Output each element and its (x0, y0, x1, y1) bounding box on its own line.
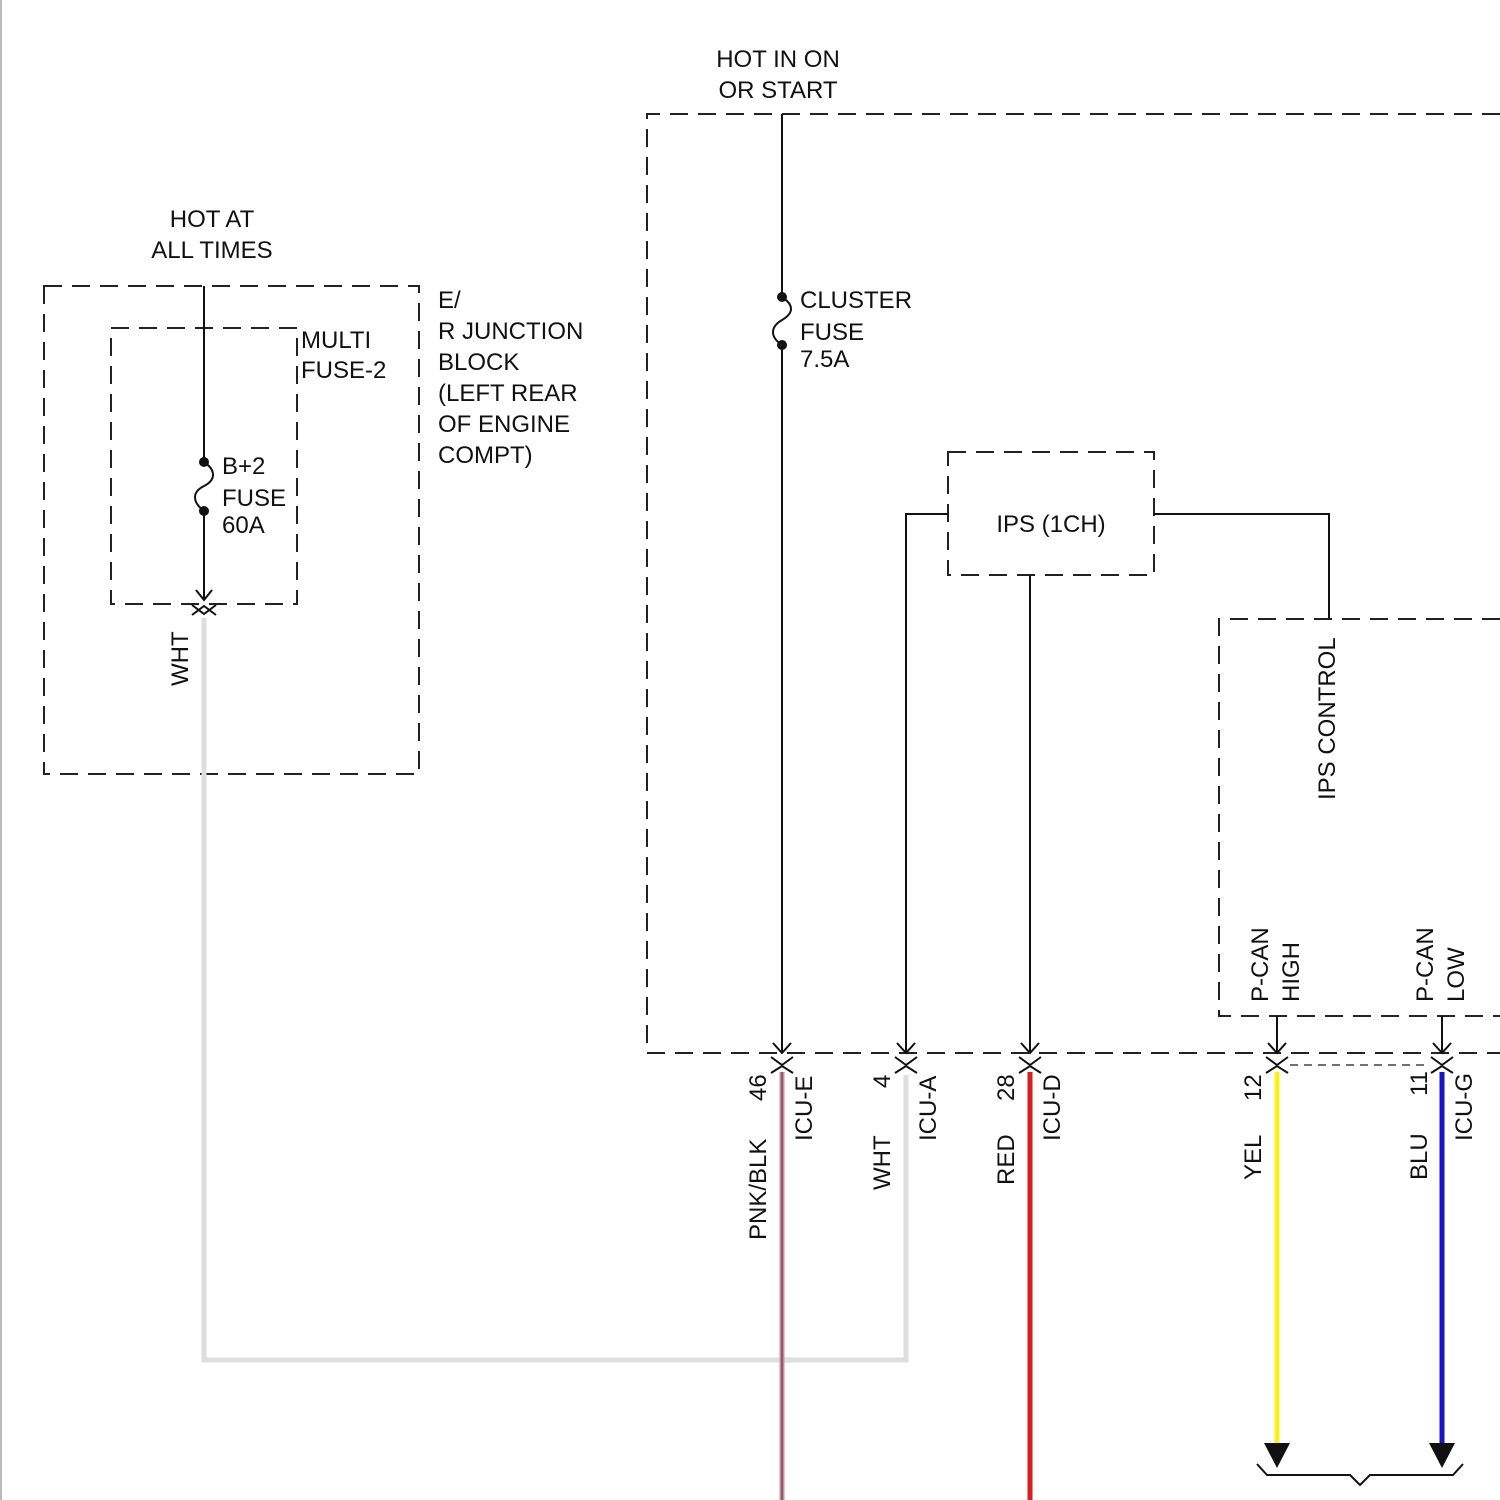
can-bus-brace-icon (1257, 1464, 1463, 1485)
icu-d-pin: 28 (993, 1074, 1020, 1101)
blu-wire-arrow-icon (1429, 1443, 1455, 1468)
junction-block-label-6: COMPT) (438, 442, 533, 469)
ips-control-label: IPS CONTROL (1314, 637, 1341, 800)
connector-icu-g-icon (1431, 1057, 1453, 1073)
b2-fuse-label-2: FUSE (222, 485, 286, 512)
icu-g-name: ICU-G (1451, 1073, 1478, 1141)
yel-wire-label: YEL (1240, 1135, 1267, 1180)
hot-at-all-times-label: HOT AT (170, 206, 255, 233)
cluster-fuse-label-3: 7.5A (800, 346, 849, 373)
ips-box-label: IPS (1CH) (996, 511, 1105, 538)
b2-fuse-label-3: 60A (222, 512, 265, 539)
icu-a-wire: WHT (869, 1135, 896, 1190)
icu-a-pin: 4 (869, 1075, 896, 1088)
b2-connector-icon (192, 605, 216, 615)
yel-pin: 12 (1240, 1074, 1267, 1101)
pcan-high-label-2: HIGH (1278, 942, 1305, 1002)
pcan-high-label: P-CAN (1247, 927, 1274, 1002)
icu-e-wire: PNK/BLK (745, 1139, 772, 1240)
icu-e-name: ICU-E (791, 1076, 818, 1141)
ips-left-wire (906, 514, 948, 1053)
cluster-fuse-label: CLUSTER (800, 287, 912, 314)
multi-fuse-label: MULTI (301, 327, 371, 354)
module-outline (647, 114, 1500, 1053)
yel-wire-arrow-icon (1264, 1443, 1290, 1468)
junction-block-label-3: BLOCK (438, 349, 519, 376)
cluster-fuse-label-2: FUSE (800, 319, 864, 346)
connector-icu-d-icon (1019, 1057, 1041, 1073)
icu-g-wire: BLU (1406, 1133, 1433, 1180)
wht-wire (204, 618, 906, 1360)
icu-g-pin: 11 (1406, 1071, 1433, 1096)
cluster-fuse-symbol (773, 297, 791, 345)
hot-in-on-label: HOT IN ON (716, 46, 840, 73)
junction-block-label-4: (LEFT REAR (438, 380, 578, 407)
icu-d-wire: RED (993, 1134, 1020, 1185)
connector-yel-icon (1266, 1057, 1288, 1073)
icu-a-name: ICU-A (915, 1076, 942, 1141)
icu-e-pin: 46 (745, 1074, 772, 1101)
ips-right-wire (1154, 514, 1329, 619)
junction-block-label-2: R JUNCTION (438, 318, 583, 345)
connector-icu-a-icon (895, 1057, 917, 1073)
pcan-low-label: P-CAN (1412, 927, 1439, 1002)
icu-d-name: ICU-D (1039, 1074, 1066, 1141)
hot-at-all-times-label-2: ALL TIMES (151, 237, 272, 264)
hot-in-on-label-2: OR START (718, 77, 837, 104)
junction-block-label: E/ (438, 287, 461, 314)
connector-yel-labels: 12 YEL (1240, 1074, 1267, 1180)
b2-fuse-label: B+2 (222, 453, 265, 480)
b2-fuse-symbol (195, 462, 213, 511)
pcan-low-label-2: LOW (1443, 947, 1470, 1002)
multi-fuse-label-2: FUSE-2 (301, 357, 386, 384)
wht-left-wire-label: WHT (167, 631, 194, 686)
connector-icu-e-icon (771, 1057, 793, 1073)
junction-block-label-5: OF ENGINE (438, 411, 570, 438)
